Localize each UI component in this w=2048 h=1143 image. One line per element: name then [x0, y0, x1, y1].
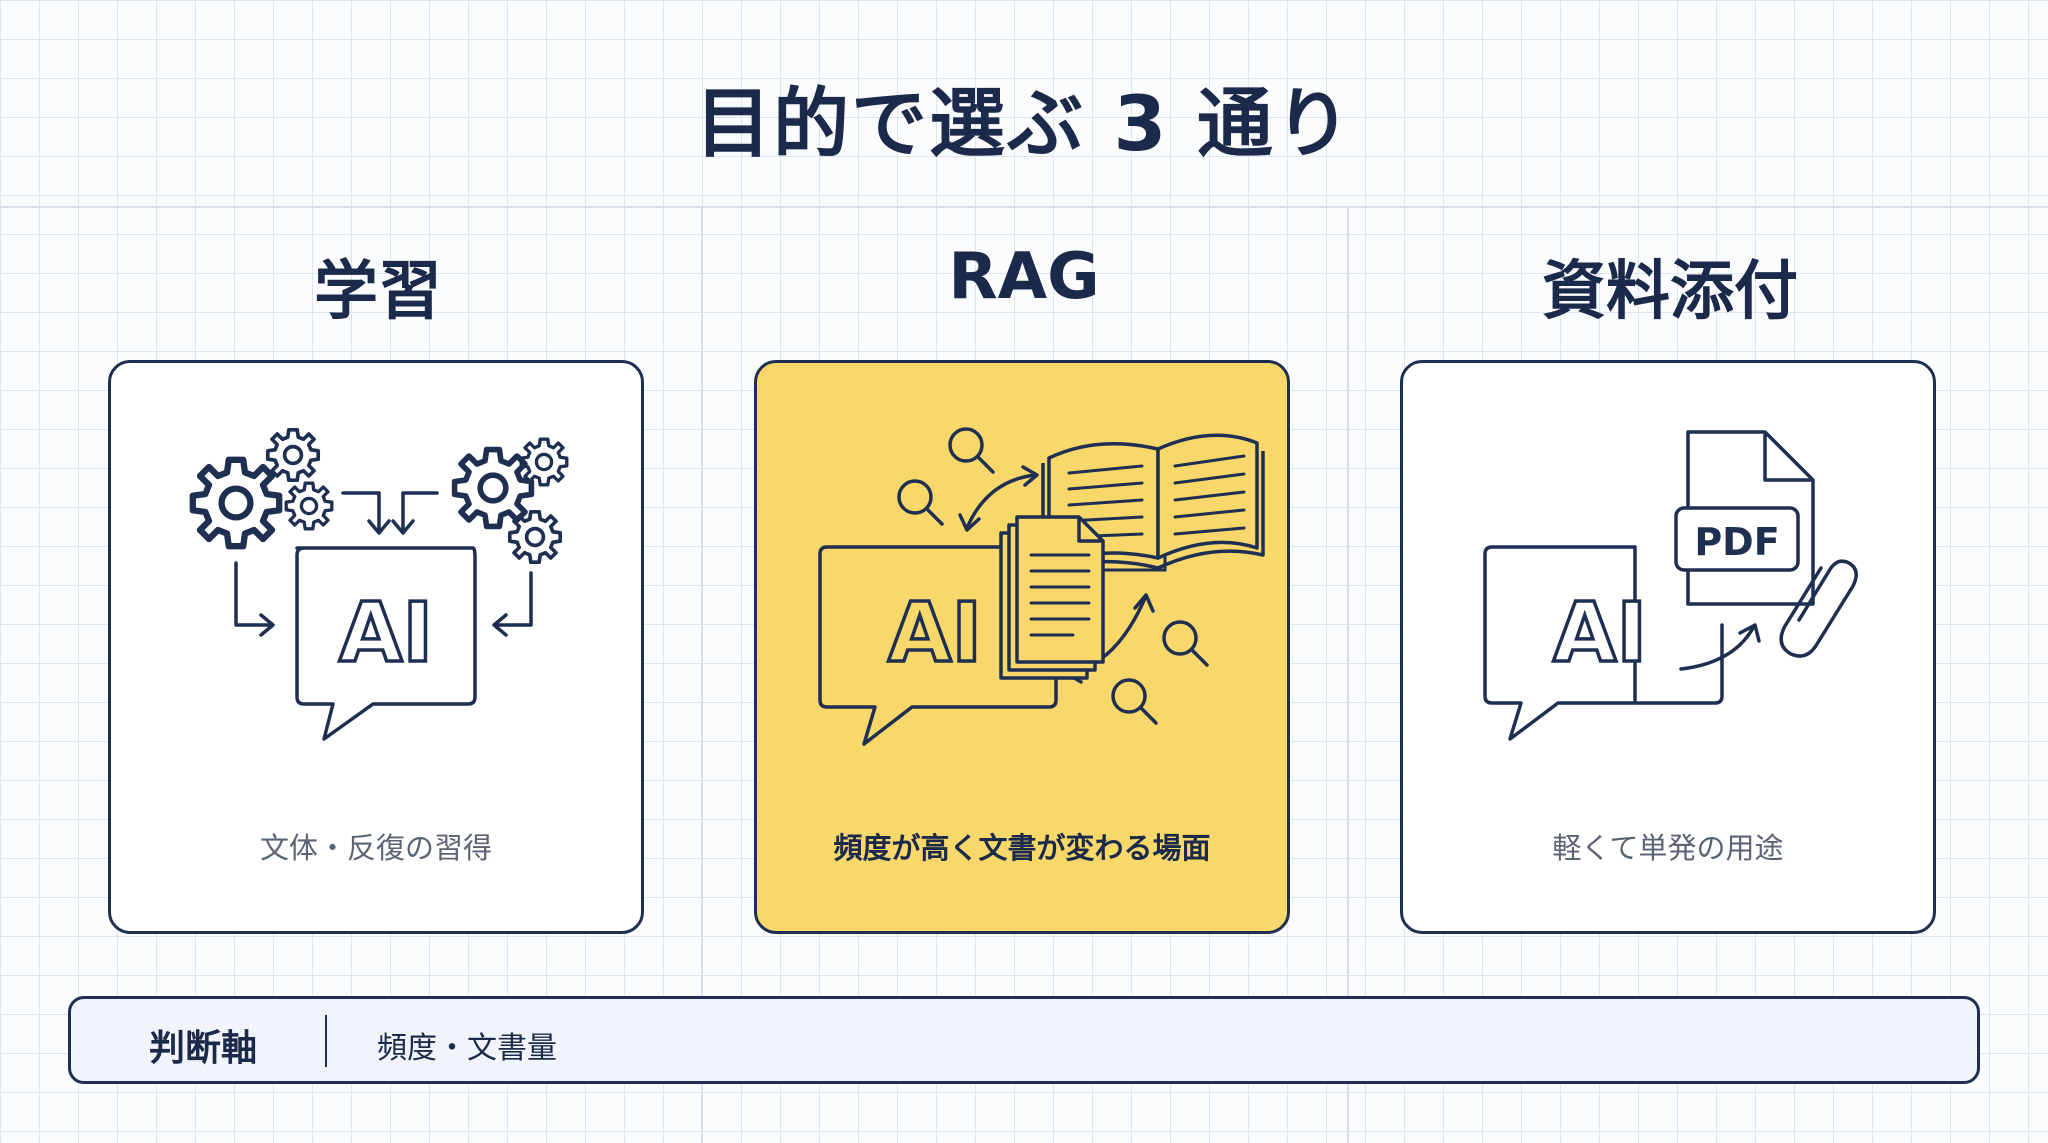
card-rag: AI 頻度が高く文書が変わる場面: [754, 360, 1290, 934]
svg-text:PDF: PDF: [1694, 520, 1779, 564]
arrow-icon: [234, 491, 533, 637]
column-divider-1: [701, 206, 703, 1143]
header-divider: [0, 206, 2048, 208]
ai-chat-bubble-icon: AI: [295, 546, 477, 741]
rag-illustration: AI: [818, 427, 1265, 746]
magnifier-icon: [897, 427, 1209, 725]
document-stack-icon: [999, 515, 1105, 680]
learning-illustration: AI: [111, 427, 569, 741]
svg-text:AI: AI: [888, 586, 982, 681]
decision-axis-label: 判断軸: [149, 1028, 258, 1069]
column-heading-learning: 学習: [314, 255, 442, 329]
column-divider-2: [1347, 206, 1349, 1143]
paperclip-icon: [1779, 559, 1858, 658]
attachment-illustration: AI PDF: [1483, 430, 1858, 741]
page-title: 目的で選ぶ 3 通り: [695, 79, 1353, 168]
decision-axis-bar: 判断軸 頻度・文書量: [68, 996, 1980, 1084]
axis-divider: [325, 1015, 327, 1067]
card-attachment: AI PDF 軽くて単発の用途: [1400, 360, 1936, 934]
pdf-file-icon: PDF: [1674, 430, 1815, 606]
svg-text:AI: AI: [1553, 586, 1647, 681]
card-caption-learning: 文体・反復の習得: [259, 831, 492, 865]
ai-chat-bubble-icon: AI: [818, 545, 1058, 746]
svg-text:AI: AI: [339, 586, 433, 681]
column-heading-rag: RAG: [948, 240, 1100, 314]
curved-arrow-icon: [1679, 623, 1761, 671]
ai-chat-bubble-icon: AI: [1483, 545, 1724, 741]
card-caption-rag: 頻度が高く文書が変わる場面: [833, 831, 1211, 865]
card-caption-attachment: 軽くて単発の用途: [1552, 831, 1784, 865]
column-heading-attachment: 資料添付: [1542, 255, 1798, 329]
decision-axis-value: 頻度・文書量: [377, 1031, 557, 1066]
card-learning: AI 文体・反復の習得: [108, 360, 644, 934]
